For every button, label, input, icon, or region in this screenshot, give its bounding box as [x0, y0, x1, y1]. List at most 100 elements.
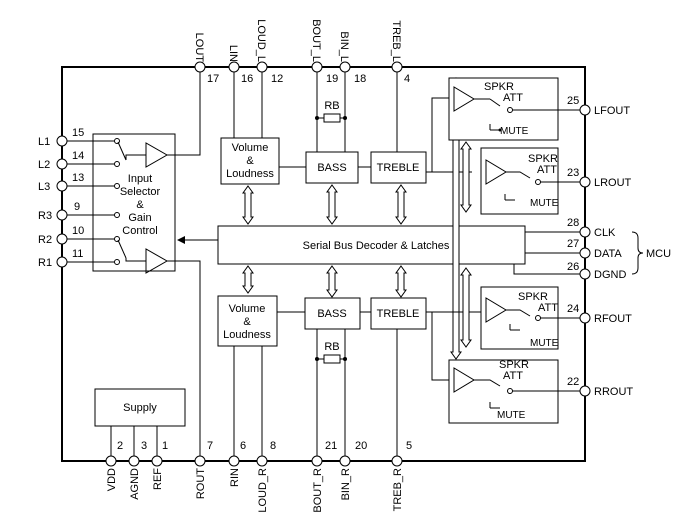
pin-treb-l-label: TREB_L: [390, 20, 402, 62]
wire-amp-left-out: [167, 72, 201, 156]
pin-agnd-number: 3: [141, 440, 147, 452]
rb-node-right-2: [343, 357, 347, 361]
pin-rfout-number: 24: [567, 303, 579, 315]
bus-arrow-volume-right: [242, 265, 254, 294]
pin-r1: [56, 256, 68, 268]
pin-lfout-label: LFOUT: [594, 105, 630, 117]
pin-lin: [228, 61, 240, 73]
bus-arrow-bass-right: [326, 265, 338, 298]
pin-lout: [194, 61, 206, 73]
serial-bus-box: [217, 225, 526, 265]
switch-contact-l3: [114, 183, 120, 189]
pin-lout-number: 17: [207, 73, 219, 85]
switch-arm-left: [117, 141, 127, 161]
pin-bin-l-label: BIN_L: [338, 31, 350, 62]
wire-amp-right-out: [167, 260, 201, 456]
pin-l3-number: 13: [72, 172, 84, 184]
pin-r2: [56, 233, 68, 245]
wire-dgnd: [513, 264, 580, 275]
input-selector-line-1: Input: [128, 173, 152, 185]
rb-left-label: RB: [324, 100, 339, 112]
attenuator-rr-mute-wire: [489, 402, 500, 409]
pin-r2-number: 10: [72, 225, 84, 237]
attenuator-lr-spkr: SPKR: [528, 153, 558, 165]
pin-treb-r-label: TREB_R: [392, 468, 404, 511]
switch-contact-l2: [114, 161, 120, 167]
pin-r3: [56, 209, 68, 221]
pin-bout-r-label: BOUT_R: [312, 468, 324, 513]
pin-rrout-number: 22: [567, 376, 579, 388]
serial-bus-block: Serial Bus Decoder & Latches: [177, 225, 580, 275]
volume-left-line-1: Volume: [232, 142, 269, 154]
pin-loud-r-number: 8: [270, 440, 276, 452]
pin-bout-r-number: 21: [325, 440, 337, 452]
pin-l3-label: L3: [38, 181, 50, 193]
pin-treb-l: [391, 61, 403, 73]
attenuator-rr-contact: [507, 388, 513, 394]
pin-dgnd-number: 26: [567, 261, 579, 273]
pin-data-label: DATA: [594, 248, 622, 260]
input-selector-box: [92, 133, 176, 272]
attenuator-lf-switch: [489, 98, 501, 107]
input-selector-line-3: &: [136, 199, 144, 211]
pin-l2-number: 14: [72, 150, 84, 162]
switch-contact-r3: [114, 212, 120, 218]
pin-l3: [56, 180, 68, 192]
attenuator-lf-contact: [507, 107, 513, 113]
pin-lrout: [579, 176, 591, 188]
supply-block: Supply: [94, 388, 186, 456]
pin-r3-label: R3: [38, 210, 52, 222]
input-selector-block: Input Selector & Gain Control: [67, 72, 201, 456]
pin-bin-l: [339, 61, 351, 73]
pin-r3-number: 9: [74, 201, 80, 213]
attenuator-lr: SPKR ATT MUTE: [480, 147, 580, 215]
left-channel-tone: Volume & Loudness BASS TREBLE RB: [220, 72, 472, 185]
pin-loud-r-label: LOUD_R: [257, 468, 269, 513]
bus-arrow-treble-right: [395, 265, 407, 298]
pin-rout-label: ROUT: [195, 468, 207, 499]
rb-resistor-right: [323, 354, 341, 364]
pin-rin-label: RIN: [229, 468, 241, 487]
pin-lrout-number: 23: [567, 167, 579, 179]
bus-arrow-bass-left: [326, 184, 338, 225]
wire-amp-right-in: [125, 258, 146, 262]
bus-arrow-att-rf: [460, 267, 472, 348]
supply-label: Supply: [123, 402, 157, 414]
input-selector-line-5: Control: [122, 225, 157, 237]
pin-loud-r: [256, 455, 268, 467]
rb-node-left-2: [343, 116, 347, 120]
bus-arrow-treble-left: [395, 184, 407, 225]
pin-clk: [579, 226, 591, 238]
attenuator-rf-mute-wire: [509, 324, 520, 331]
attenuator-lr-mute-wire: [504, 194, 515, 201]
pin-treb-r: [391, 455, 403, 467]
attenuator-lr-switch: [506, 171, 531, 179]
volume-right-line-3: Loudness: [223, 329, 271, 341]
attenuator-rf-contact: [535, 315, 541, 321]
top-pins: LOUT 17 LIN 16 LOUD_L 12 BOUT_L 19 BIN_L…: [193, 19, 410, 85]
wire-amp-left-in: [125, 154, 146, 160]
input-selector-line-2: Selector: [120, 186, 161, 198]
right-pins: 25 LFOUT 23 LROUT 28 CLK 27 DATA 26 DGND…: [567, 95, 671, 398]
wire-treble-out-right-2: [431, 312, 451, 381]
attenuator-lf-spkr: SPKR: [484, 81, 514, 93]
bottom-pins: 2 VDD 3 AGND 1 REF 7 ROUT 6 RIN 8 LOUD_R…: [105, 440, 412, 513]
attenuator-rr-mute: MUTE: [497, 410, 526, 421]
left-pins: L1 15 L2 14 L3 13 R3 9 R2 10 R1 11: [38, 127, 84, 269]
rb-node-left-1: [315, 116, 319, 120]
attenuator-lf-mute-arrow: [498, 128, 502, 132]
attenuator-rr: SPKR ATT MUTE: [448, 359, 580, 424]
pin-agnd-label: AGND: [129, 468, 141, 500]
pin-bin-r-number: 20: [355, 440, 367, 452]
pin-loud-l-number: 12: [271, 73, 283, 85]
pin-rin: [228, 455, 240, 467]
volume-right-line-1: Volume: [229, 303, 266, 315]
pin-agnd: [128, 455, 140, 467]
wire-treble-out-left: [426, 97, 451, 173]
attenuator-rr-switch: [474, 379, 501, 387]
pin-rout: [194, 455, 206, 467]
pin-vdd-number: 2: [117, 440, 123, 452]
pin-rrout-label: RROUT: [594, 386, 633, 398]
attenuator-lr-contact: [535, 179, 541, 185]
attenuator-lf-mute-wire: [489, 124, 500, 131]
